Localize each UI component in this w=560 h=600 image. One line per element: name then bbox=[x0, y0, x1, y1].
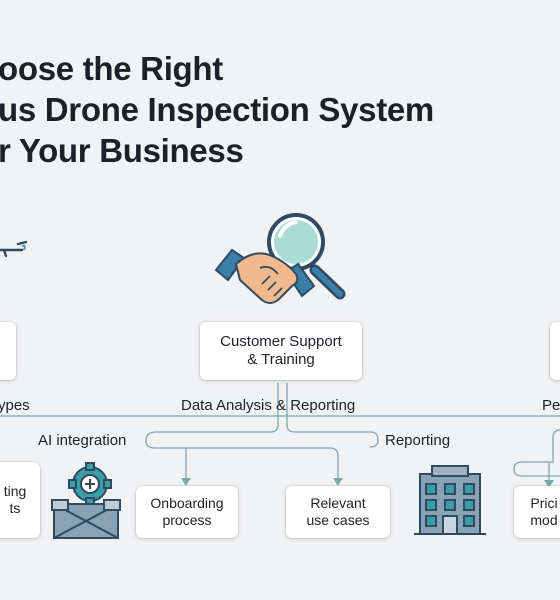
setting-card[interactable]: ting ts bbox=[0, 462, 40, 538]
reporting-label: Reporting bbox=[385, 432, 451, 449]
right-partial-card bbox=[550, 322, 560, 380]
drone-icon bbox=[0, 240, 28, 258]
arrow-pricing bbox=[544, 480, 554, 488]
customer-support-card[interactable]: Customer Support & Training bbox=[200, 322, 362, 380]
left-branch bbox=[145, 383, 339, 478]
gear-crate-icon bbox=[51, 462, 121, 539]
left-partial-card bbox=[0, 322, 16, 380]
arrow-relevant bbox=[333, 478, 343, 486]
title-line-2: us Drone Inspection System bbox=[0, 91, 434, 128]
types-label: ypes bbox=[0, 397, 30, 414]
title-line-1: oose the Right bbox=[0, 50, 223, 87]
pricing-card[interactable]: Prici mod bbox=[514, 486, 560, 538]
ai-integration-label: AI integration bbox=[38, 432, 127, 449]
handshake-icon bbox=[214, 248, 316, 304]
pe-label: Pe bbox=[542, 397, 560, 414]
right-branch bbox=[286, 383, 379, 448]
arrow-onboarding bbox=[181, 478, 191, 486]
title-line-3: r Your Business bbox=[0, 132, 244, 169]
onboarding-card[interactable]: Onboarding process bbox=[136, 486, 238, 538]
building-icon bbox=[414, 465, 486, 535]
relevant-card[interactable]: Relevant use cases bbox=[286, 486, 390, 538]
right-side-branch bbox=[513, 429, 560, 477]
handshake-magnifier-icon bbox=[214, 213, 346, 304]
data-analysis-label: Data Analysis & Reporting bbox=[181, 397, 356, 414]
